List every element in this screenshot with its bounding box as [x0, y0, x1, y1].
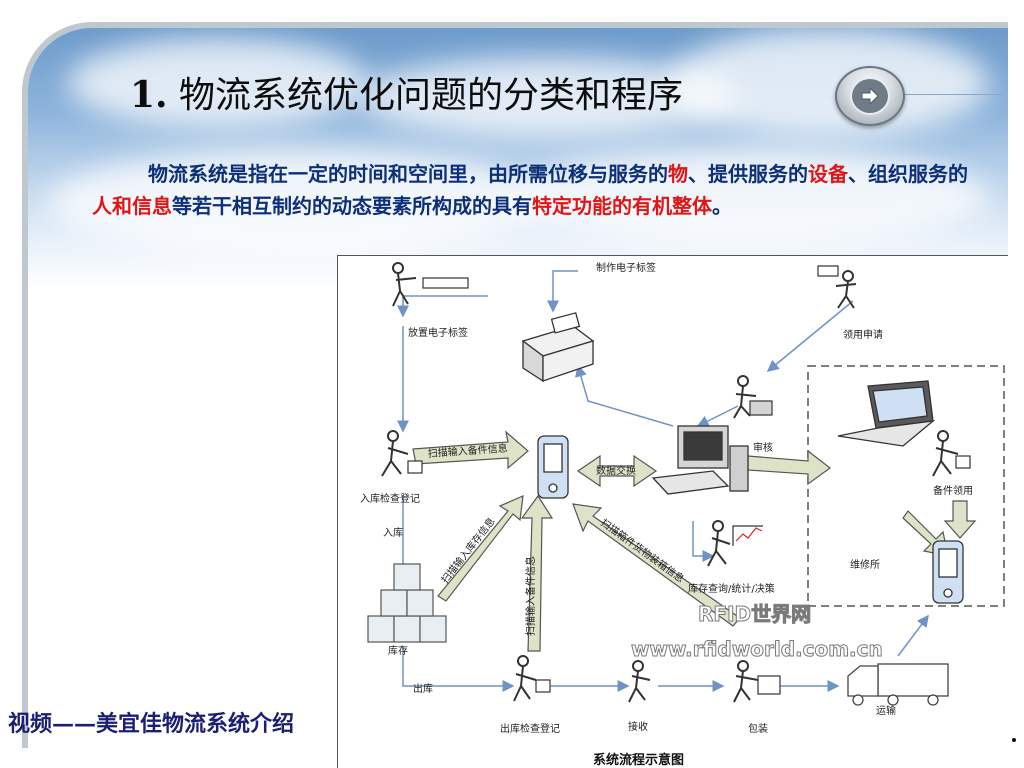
- definition-paragraph: 物流系统是指在一定的时间和空间里，由所需位移与服务的物、提供服务的设备、组织服务…: [92, 162, 968, 218]
- person-borrow: [835, 270, 857, 309]
- label-query: 库存查询/统计/决策: [688, 582, 775, 595]
- label-pack: 包装: [748, 722, 768, 735]
- label-data-exchange: 数据交换: [596, 464, 636, 477]
- person-receive: [628, 660, 651, 703]
- small-props: [407, 265, 971, 695]
- person-pack: [733, 660, 759, 703]
- label-inbound-check: 入库检查登记: [360, 492, 420, 505]
- arrow-data-exchange: [576, 454, 658, 488]
- label-repair-shop: 维修所: [850, 558, 880, 571]
- system-flow-diagram: 制作电子标签 放置电子标签 领用申请 审核 入库检查登记 入库 库存 出库 出库…: [337, 255, 1011, 768]
- person-outbound: [513, 655, 537, 702]
- flow-diagram-svg: 制作电子标签 放置电子标签 领用申请 审核 入库检查登记 入库 库存 出库 出库…: [360, 261, 1005, 768]
- laptop-device: [837, 380, 936, 447]
- highlight-people-info: 人和信息: [92, 194, 172, 218]
- watermark-line1: RFID世界网: [698, 602, 811, 626]
- edge-dot: [1012, 738, 1016, 742]
- highlight-organic-whole: 特定功能的有机整体: [532, 194, 712, 218]
- repair-area-box: [807, 365, 1005, 607]
- storage-boxes: [367, 563, 447, 643]
- label-outbound-check: 出库检查登记: [500, 722, 560, 735]
- title-number: 1.: [130, 74, 168, 116]
- label-outbound: 出库: [413, 682, 433, 695]
- arrow-scan-pack: [572, 503, 741, 627]
- label-scan-parts2: 扫描输入备件信息: [524, 556, 537, 636]
- label-review: 审核: [753, 441, 773, 454]
- arrow-scan-parts2: [520, 494, 554, 652]
- person-review: [733, 375, 757, 419]
- label-make-tag: 制作电子标签: [596, 261, 656, 274]
- pda-device-center: [537, 435, 569, 499]
- diagram-title: 系统流程示意图: [593, 752, 684, 768]
- arrow-scan-parts: [412, 430, 529, 470]
- highlight-equipment: 设备: [808, 162, 848, 186]
- arrow-to-repair: [747, 449, 832, 486]
- title-rule: [895, 94, 1002, 95]
- page-title: 1. 物流系统优化问题的分类和程序: [130, 66, 850, 130]
- next-slide-button[interactable]: [835, 66, 905, 126]
- label-receive: 接收: [628, 720, 648, 733]
- label-parts-borrow: 备件领用: [933, 484, 973, 497]
- arrow-parts-down: [943, 500, 977, 539]
- person-parts: [932, 430, 959, 477]
- person-place-tag: [392, 262, 417, 307]
- watermark-line2: www.rfidworld.com.cn: [631, 637, 883, 661]
- person-figures: [381, 262, 959, 703]
- printer-device: [521, 312, 595, 383]
- title-text: 物流系统优化问题的分类和程序: [179, 75, 684, 116]
- desktop-computer: [651, 425, 749, 495]
- arrow-right-icon: [850, 77, 890, 115]
- highlight-wu: 物: [668, 162, 688, 186]
- right-edge-strip: [1008, 255, 1024, 768]
- label-inbound: 入库: [383, 526, 403, 539]
- video-link[interactable]: 视频——美宜佳物流系统介绍: [8, 711, 295, 737]
- truck-icon: [847, 663, 949, 706]
- fat-arrows: [412, 430, 977, 652]
- person-query: [707, 520, 731, 567]
- label-borrow-apply: 领用申请: [843, 328, 883, 341]
- label-storage: 库存: [388, 644, 408, 657]
- label-scan-stock: 扫描输入库存信息: [438, 515, 497, 586]
- flow-lines: [397, 270, 929, 692]
- person-inbound: [381, 430, 409, 477]
- arrow-scan-stock: [437, 495, 524, 602]
- label-transport: 运输: [876, 704, 896, 717]
- pda-device-repair: [932, 540, 964, 604]
- label-place-tag: 放置电子标签: [408, 326, 468, 339]
- label-scan-pack: 扫描箱件货物装箱信息: [598, 516, 687, 585]
